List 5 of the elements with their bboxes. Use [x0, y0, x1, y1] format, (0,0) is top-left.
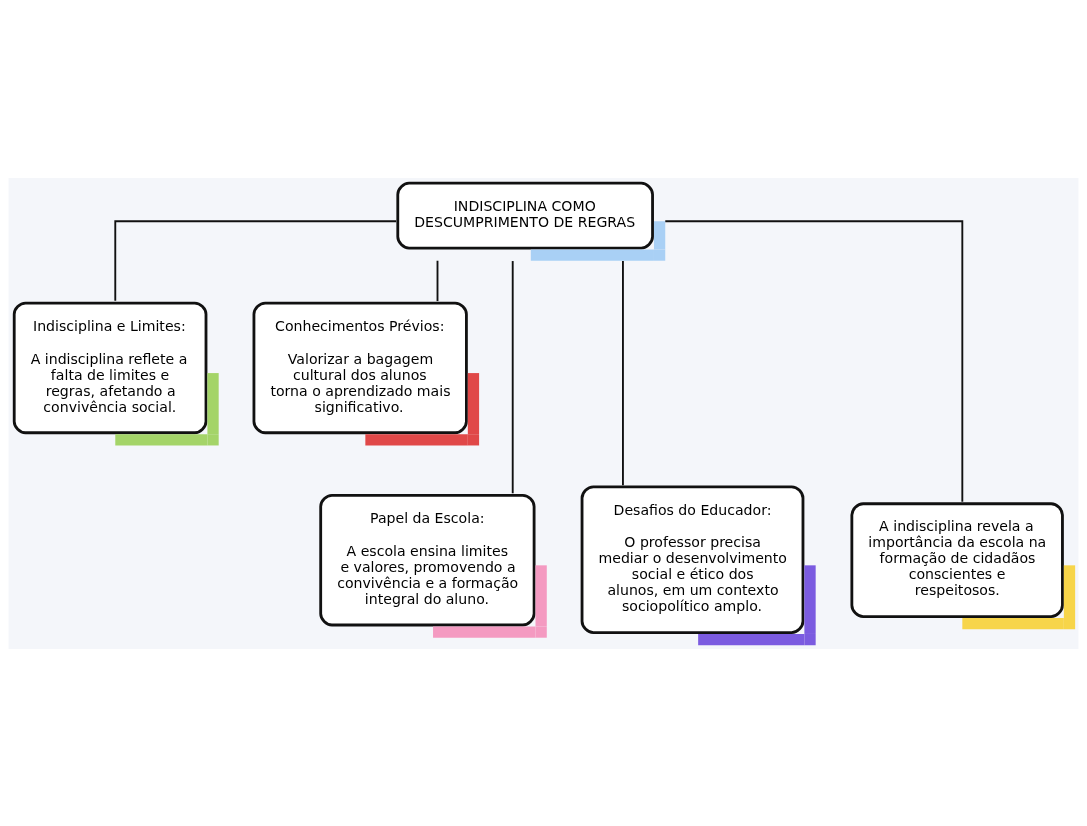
connector	[436, 259, 439, 302]
connector	[622, 259, 624, 486]
connector	[114, 219, 398, 302]
connector	[511, 259, 514, 494]
connector	[664, 219, 964, 503]
